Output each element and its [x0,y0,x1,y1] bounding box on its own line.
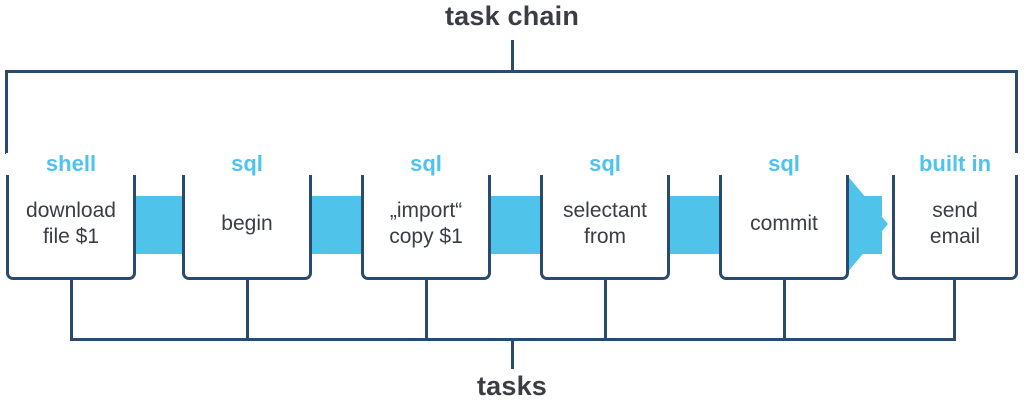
task-line-1: begin [221,211,273,235]
task-line-2: file $1 [42,225,100,248]
task-box-begin[interactable]: sql begin [182,153,312,280]
connector-band-4 [665,196,727,254]
task-type-label: sql [182,153,312,175]
task-line-1: selectant [562,198,648,222]
task-box-select[interactable]: sql selectant from [540,153,670,280]
task-body: „import“ copy $1 [367,168,485,280]
task-line-1: send [932,198,978,222]
task-body: commit [725,168,843,280]
task-chain-bracket [5,70,1018,154]
task-line-2: copy $1 [389,225,463,248]
task-type-label: built in [892,153,1018,175]
task-body: send email [898,168,1012,280]
task-line-1: commit [750,211,818,235]
connector-band-3 [486,196,548,254]
task-line-1: „import“ [389,198,463,222]
task-body: download file $1 [12,168,130,280]
task-line-1: download [26,198,116,222]
task-droplink-6 [953,280,956,341]
task-type-label: shell [6,153,136,175]
tasks-bracket [70,281,956,341]
task-droplink-1 [70,280,73,341]
task-type-label: sql [361,153,491,175]
connector-band-1 [128,196,190,254]
task-type-label: sql [719,153,849,175]
task-line-2: from [584,225,626,248]
task-line-2: email [929,225,981,248]
task-box-import[interactable]: sql „import“ copy $1 [361,153,491,280]
connector-band-2 [307,196,369,254]
task-chain-caption: task chain [444,1,580,31]
task-body: selectant from [546,168,664,280]
task-droplink-2 [246,280,249,341]
task-droplink-4 [604,280,607,341]
task-box-shell[interactable]: shell download file $1 [6,153,136,280]
tasks-caption: tasks [476,371,548,401]
task-chain-stem [511,40,514,72]
task-type-label: sql [540,153,670,175]
tasks-stem [511,338,514,369]
task-body: begin [188,168,306,280]
task-box-send-email[interactable]: built in send email [892,153,1018,280]
task-box-commit[interactable]: sql commit [719,153,849,280]
task-droplink-3 [425,280,428,341]
task-droplink-5 [783,280,786,341]
